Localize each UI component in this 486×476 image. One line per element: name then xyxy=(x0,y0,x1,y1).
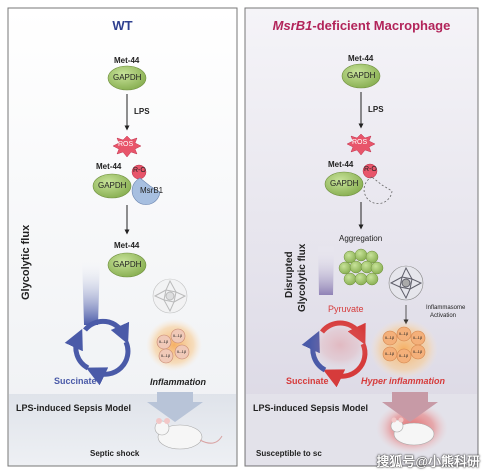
aggregation-label: Aggregation xyxy=(339,234,383,243)
cytokine-label: IL-1β xyxy=(413,349,423,354)
pyruvate-label: Pyruvate xyxy=(328,304,364,314)
gapdh-protein xyxy=(107,65,147,91)
outcome-label: Septic shock xyxy=(90,449,140,458)
cytokine-label: IL-1β xyxy=(177,349,187,354)
ko-title: MsrB1-deficient Macrophage xyxy=(245,18,478,33)
gapdh-protein xyxy=(107,252,147,278)
ro-label: R-O xyxy=(364,166,377,173)
cytokine-label: IL-1β xyxy=(413,335,423,340)
cytokine-label: IL-1β xyxy=(385,351,395,356)
gapdh-protein xyxy=(92,173,132,199)
ros-burst xyxy=(112,135,142,158)
met44-label: Met-44 xyxy=(114,241,140,250)
gapdh-label: GAPDH xyxy=(347,71,376,80)
gapdh-label: GAPDH xyxy=(113,73,142,82)
gapdh-aggregate xyxy=(338,248,384,286)
ros-burst xyxy=(346,133,376,156)
ko-title-gene: MsrB1 xyxy=(272,18,313,33)
glycolytic-flux-label: Glycolytic flux xyxy=(20,224,32,300)
msrb1-enzyme xyxy=(131,177,161,205)
met44-label: Met-44 xyxy=(114,56,140,65)
cytokine-label: IL-1β xyxy=(159,339,169,344)
wt-title: WT xyxy=(112,18,133,33)
inflammasome-icon xyxy=(388,265,424,301)
msrb1-label: MsrB1 xyxy=(140,186,164,195)
met44-label: Met-44 xyxy=(348,54,374,63)
model-label: LPS-induced Sepsis Model xyxy=(253,403,369,413)
outcome-label: Susceptible to sc xyxy=(256,449,322,458)
met44-label: Met-44 xyxy=(96,162,122,171)
cytokine-label: IL-1β xyxy=(161,353,171,358)
gapdh-protein xyxy=(341,63,381,89)
succinate-label: Succinate xyxy=(286,376,329,386)
cytokine-label: IL-1β xyxy=(399,353,409,358)
cytokine-label: IL-1β xyxy=(399,331,409,336)
hyper-inflammation-label: Hyper inflammation xyxy=(361,376,446,386)
watermark: 搜狐号@小熊科研 xyxy=(376,454,480,469)
lps-label: LPS xyxy=(368,105,384,114)
model-label: LPS-induced Sepsis Model xyxy=(16,403,132,413)
gapdh-label: GAPDH xyxy=(98,181,127,190)
big-down-arrow xyxy=(147,392,203,422)
gapdh-protein xyxy=(324,171,364,197)
wt-bottom-band xyxy=(9,394,236,465)
glycolytic-flux-label: Glycolytic flux xyxy=(297,243,308,312)
ko-title-rest: -deficient Macrophage xyxy=(312,18,451,33)
glycolytic-flux-arrow xyxy=(82,258,100,325)
glycolytic-flux-arrow xyxy=(318,245,334,295)
cytokine-cluster xyxy=(156,328,190,364)
ros-label: ROS xyxy=(352,139,368,146)
cytokine-cluster xyxy=(382,326,426,364)
ro-label: R-O xyxy=(133,167,146,174)
inflammasome-label: Inflammasome xyxy=(426,305,466,311)
mouse-icon xyxy=(154,418,223,450)
succinate-label: Succinate xyxy=(54,376,97,386)
cytokine-glow xyxy=(146,319,202,371)
inflammation-label: Inflammation xyxy=(150,377,207,387)
gapdh-label: GAPDH xyxy=(113,260,142,269)
big-down-arrow xyxy=(382,392,438,422)
gapdh-label: GAPDH xyxy=(330,179,359,188)
cytokine-label: IL-1β xyxy=(385,335,395,340)
cytokine-label: IL-1β xyxy=(173,333,183,338)
tca-cycle xyxy=(64,318,131,386)
inflammasome-icon xyxy=(152,278,188,314)
msrb1-absent xyxy=(363,176,393,204)
ro-oxidation xyxy=(362,163,378,179)
pyruvate-glow xyxy=(310,320,370,370)
met44-label: Met-44 xyxy=(328,160,354,169)
disrupted-label: Disrupted xyxy=(284,251,295,298)
activation-label: Activation xyxy=(430,313,457,319)
lps-label: LPS xyxy=(134,107,150,116)
ros-label: ROS xyxy=(118,141,134,148)
mouse-icon xyxy=(390,417,435,446)
